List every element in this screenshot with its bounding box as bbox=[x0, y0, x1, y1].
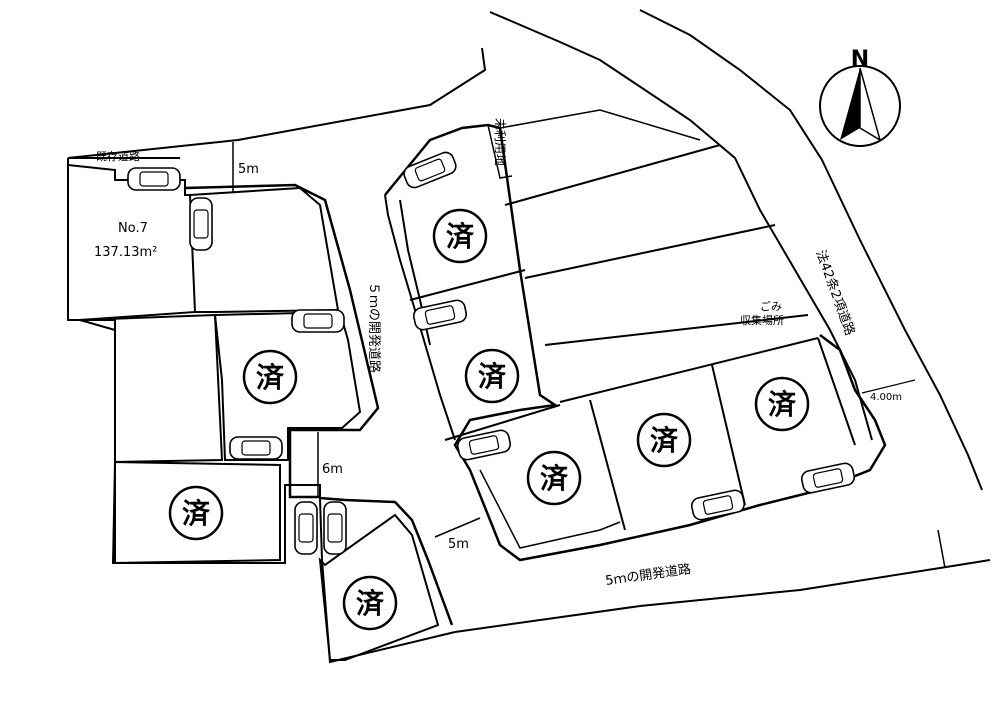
road-right-label: 法42条2項道路 bbox=[812, 248, 858, 338]
north-label: N bbox=[851, 47, 869, 72]
svg-text:済: 済 bbox=[768, 388, 797, 421]
right-block-outer bbox=[384, 123, 887, 562]
width-5m-bottom: 5m bbox=[448, 537, 469, 552]
road-edge-top-left bbox=[67, 47, 487, 159]
sold-divider-b bbox=[444, 404, 561, 441]
car-icon bbox=[127, 167, 181, 191]
right-block-left-edge bbox=[384, 194, 456, 441]
lot-unsold-middle bbox=[79, 313, 224, 464]
sold-badges: 済 済 済 済 済 済 済 済 bbox=[168, 208, 810, 631]
car-icon bbox=[291, 309, 345, 333]
north-arrow: N bbox=[819, 47, 901, 147]
sold-divider-e bbox=[817, 337, 856, 446]
unsold-divider-4 bbox=[559, 337, 819, 403]
garbage-label-2: 収集場所 bbox=[740, 313, 784, 327]
sold-badge: 済 bbox=[168, 485, 224, 541]
car-icon bbox=[403, 151, 457, 189]
car-icon bbox=[189, 197, 213, 251]
sold-badge: 済 bbox=[242, 349, 298, 405]
dim-5m-bottom bbox=[434, 517, 481, 538]
svg-text:済: 済 bbox=[650, 424, 679, 457]
compass-needle-light bbox=[859, 67, 882, 142]
bottom-center-block bbox=[318, 496, 481, 664]
bottom-center-drive bbox=[319, 496, 454, 626]
sold-badge: 済 bbox=[464, 348, 520, 404]
road-boundaries bbox=[67, 9, 991, 633]
left-drive-outline bbox=[184, 183, 380, 499]
svg-text:済: 済 bbox=[182, 497, 211, 530]
sold-divider-a bbox=[409, 269, 526, 301]
road-edge-bottom bbox=[454, 559, 991, 633]
sold-divider-c bbox=[589, 399, 626, 531]
existing-road-label: 既存道路 bbox=[96, 149, 140, 163]
sold-badge: 済 bbox=[636, 412, 692, 468]
car-icon bbox=[456, 429, 512, 461]
sold-badge: 済 bbox=[342, 575, 398, 631]
garbage-label-1: ごみ bbox=[760, 299, 782, 313]
lot-bottom-center bbox=[318, 513, 440, 661]
width-4m: 4.00m bbox=[870, 392, 902, 403]
svg-text:済: 済 bbox=[356, 587, 385, 620]
road-bottom-label: 5ｍの開発道路 bbox=[604, 561, 692, 589]
sold-divider-d bbox=[711, 364, 746, 506]
unsold-divider-2 bbox=[524, 224, 776, 279]
road-center-label: ５ｍの開発道路 bbox=[366, 282, 382, 373]
bottom-center-outer bbox=[319, 497, 456, 664]
road-edge-far-right bbox=[639, 9, 983, 491]
road-edge-right bbox=[489, 11, 873, 441]
compass-needle-dark bbox=[840, 68, 860, 140]
sold-badge: 済 bbox=[754, 376, 810, 432]
width-5m-top: 5m bbox=[238, 162, 259, 177]
parking-cars bbox=[127, 151, 856, 555]
car-icon bbox=[800, 462, 856, 494]
car-icon bbox=[294, 501, 318, 555]
car-icon bbox=[690, 489, 746, 521]
svg-text:済: 済 bbox=[446, 220, 475, 253]
lot-bottom-left bbox=[114, 460, 281, 565]
width-4m-line bbox=[861, 379, 916, 394]
svg-text:済: 済 bbox=[256, 361, 285, 394]
lot-upper-right bbox=[189, 186, 340, 313]
car-icon bbox=[323, 501, 347, 555]
car-icon bbox=[412, 299, 468, 331]
car-icon bbox=[229, 436, 283, 460]
unsold-top bbox=[499, 109, 701, 141]
sold-badge: 済 bbox=[432, 208, 488, 264]
lot-7-area: 137.13m² bbox=[94, 245, 157, 260]
svg-text:済: 済 bbox=[478, 360, 507, 393]
lot-7-number: No.7 bbox=[118, 221, 148, 236]
inner-drive bbox=[479, 469, 621, 549]
unsold-divider-3 bbox=[544, 314, 809, 346]
svg-text:済: 済 bbox=[540, 462, 569, 495]
reserve-land-label: 未利用地 bbox=[493, 118, 507, 166]
unsold-divider-1 bbox=[504, 144, 721, 206]
width-6m: 6m bbox=[322, 462, 343, 477]
road-edge-bottom-stub bbox=[937, 529, 946, 569]
reserve-land-box bbox=[487, 124, 513, 179]
sold-badge: 済 bbox=[526, 450, 582, 506]
lot-7-outline bbox=[67, 163, 197, 321]
